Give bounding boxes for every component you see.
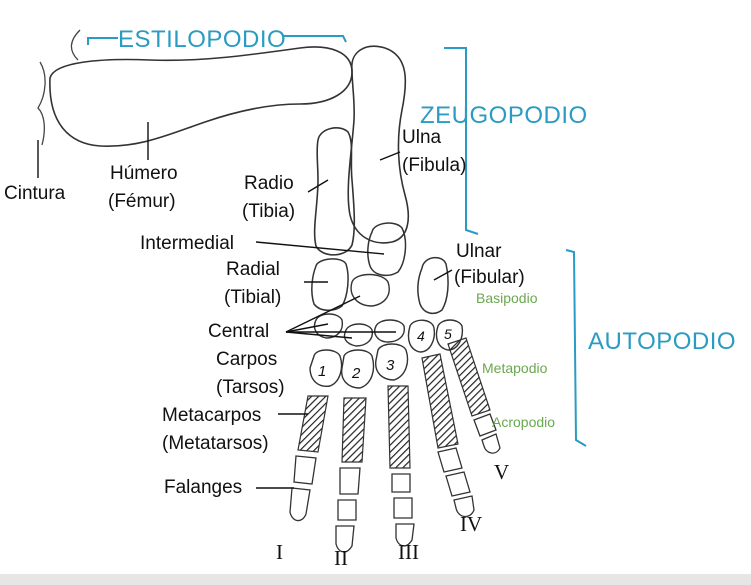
central-bone-1 (350, 273, 390, 307)
tarsos-label: (Tarsos) (216, 377, 285, 398)
carpal-number-4: 4 (417, 328, 425, 344)
autopodio-bracket (565, 249, 587, 447)
intermedial-bone (367, 222, 407, 277)
metatarsos-label: (Metatarsos) (162, 433, 269, 454)
carpos-label: Carpos (216, 349, 278, 370)
phalanges (289, 413, 501, 553)
estilopodio-label: ESTILOPODIO (118, 26, 287, 53)
carpal-number-3: 3 (386, 357, 395, 374)
central-bone-4 (374, 319, 405, 343)
central-label: Central (208, 321, 270, 342)
humero-bone (49, 46, 353, 147)
basipodio-label: Basipodio (476, 290, 538, 306)
digit-label-5: V (494, 460, 510, 484)
digit-label-3: III (398, 540, 419, 564)
intermedial-label: Intermedial (140, 233, 234, 254)
falanges-label: Falanges (164, 477, 243, 498)
central-bone-3 (343, 323, 373, 347)
central-bone-2 (313, 313, 344, 339)
metapodio-label: Metapodio (482, 360, 548, 376)
carpal-3 (375, 343, 409, 381)
estilopodio-bracket (87, 35, 347, 45)
digit-label-1: I (276, 540, 283, 564)
zeugopodio-bracket (444, 47, 479, 235)
ulna-bone (347, 45, 409, 244)
radial-label: Radial (226, 259, 280, 280)
cintura-label: Cintura (4, 183, 66, 204)
tibia-label: (Tibia) (242, 201, 296, 222)
zeugopodio-label: ZEUGOPODIO (420, 102, 588, 129)
bottom-strip (0, 574, 751, 585)
radio-bone (313, 127, 356, 256)
ulnar-bone (417, 256, 449, 315)
carpal-number-2: 2 (352, 365, 361, 382)
tibial-label: (Tibial) (224, 287, 282, 308)
radial-bone (311, 258, 349, 311)
metacarpos-label: Metacarpos (162, 405, 262, 426)
cintura-shape (37, 29, 81, 146)
fibular-label: (Fibular) (454, 267, 525, 288)
femur-label: (Fémur) (108, 191, 176, 212)
autopodio-label: AUTOPODIO (588, 328, 737, 355)
fibula-label: (Fibula) (402, 155, 467, 176)
ulna-label: Ulna (402, 127, 442, 148)
carpal-4 (407, 319, 436, 353)
radio-label: Radio (244, 173, 294, 194)
ulnar-label: Ulnar (456, 241, 502, 262)
carpal-number-1: 1 (318, 363, 327, 380)
metacarpals (297, 337, 491, 469)
carpal-2 (341, 349, 375, 389)
carpal-1 (309, 349, 343, 387)
acropodio-label: Acropodio (492, 414, 556, 430)
humero-label: Húmero (110, 163, 178, 184)
carpal-number-5: 5 (444, 326, 452, 342)
digit-label-4: IV (460, 512, 483, 536)
digit-label-2: II (334, 546, 348, 570)
leader-lines (37, 122, 453, 489)
